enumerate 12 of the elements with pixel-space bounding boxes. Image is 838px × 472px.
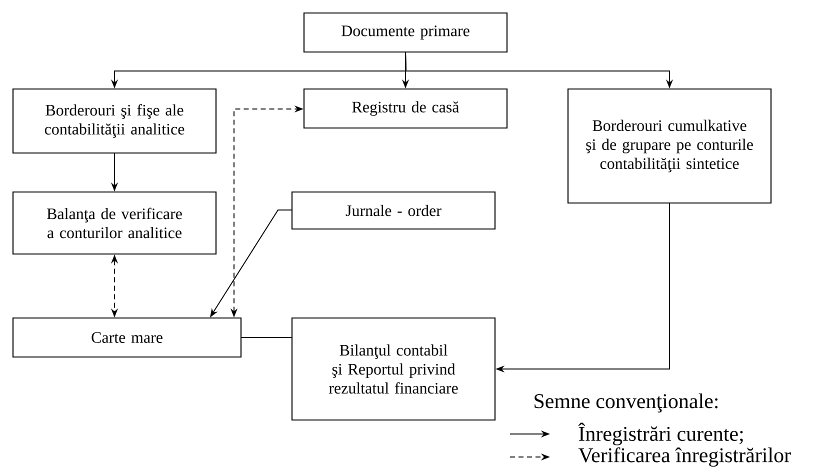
connector-line xyxy=(241,337,292,338)
process-box: Bilanţul contabil şi Reportul privind rezultatul financiare xyxy=(291,317,496,421)
process-box: Jurnale - order xyxy=(291,191,496,230)
process-box: Carte mare xyxy=(12,317,242,358)
legend-text: Verificarea înregistrărilor xyxy=(578,447,791,467)
process-box: Borderouri cumulkative şi de grupare pe conturile contabilităţii sintetice xyxy=(567,88,772,204)
legend-text: Înregistrări curente; xyxy=(578,422,743,446)
process-box: Registru de casă xyxy=(303,88,508,129)
legend-title: Semne convenţionale: xyxy=(534,393,718,413)
process-box: Balanţa de verificare a conturilor analitice xyxy=(12,191,217,255)
process-box: Borderouri şi fişe ale contabilităţii analitice xyxy=(12,88,217,154)
process-box: Documente primare xyxy=(303,12,508,53)
